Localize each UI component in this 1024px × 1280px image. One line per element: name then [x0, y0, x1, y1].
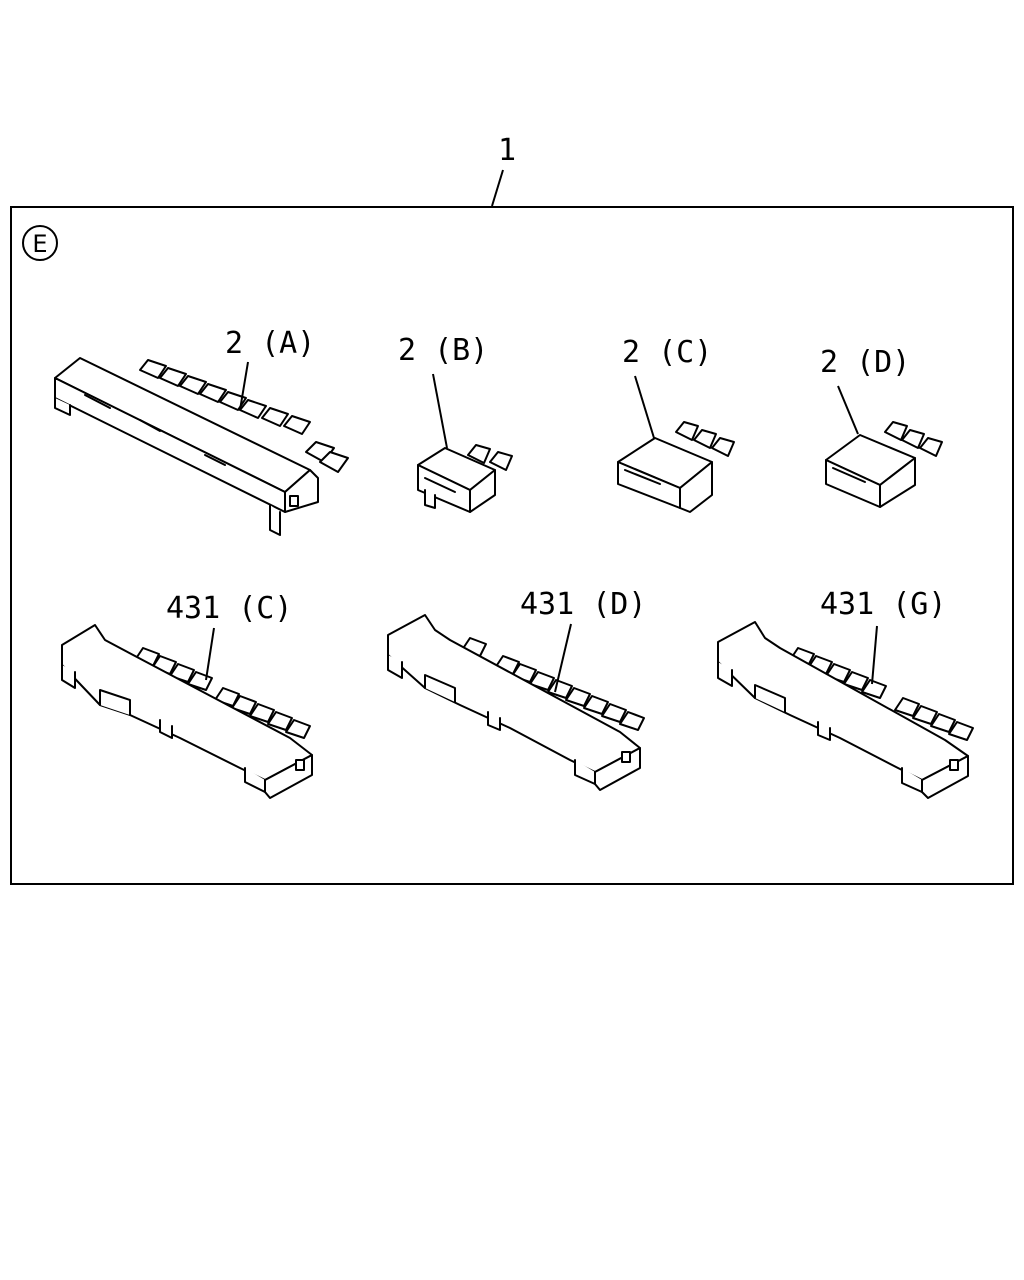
pins-2a [139, 359, 349, 473]
leader-2a [239, 361, 249, 411]
leader-2b [432, 373, 448, 449]
view-badge: E [22, 225, 58, 261]
connector-431c [61, 624, 313, 799]
leader-2d [837, 385, 859, 435]
assembly-frame [10, 206, 1014, 885]
assembly-callout: 1 [498, 133, 516, 168]
pins-2c [675, 421, 735, 457]
connector-2d [825, 421, 943, 508]
leader-431d [554, 623, 572, 693]
badge-circle [22, 225, 58, 261]
label-431g: 431 (G) [820, 587, 946, 622]
label-2d: 2 (D) [820, 345, 910, 380]
pins-2d [884, 421, 943, 457]
connector-2a [54, 357, 349, 536]
pins-431g [789, 647, 974, 741]
badge-letter: E [32, 230, 47, 258]
leader-2c [634, 375, 655, 439]
label-431c: 431 (C) [166, 591, 292, 626]
label-2a: 2 (A) [225, 326, 315, 361]
connector-431d [387, 614, 645, 791]
connector-431g [717, 621, 974, 799]
label-2c: 2 (C) [622, 335, 712, 370]
label-2b: 2 (B) [398, 333, 488, 368]
label-431d: 431 (D) [520, 587, 646, 622]
pins-2b [467, 444, 513, 471]
assembly-leader [491, 169, 504, 207]
connector-2c [617, 421, 735, 513]
connector-2b [417, 444, 513, 513]
leader-431c [205, 627, 215, 681]
leader-431g [871, 625, 878, 685]
